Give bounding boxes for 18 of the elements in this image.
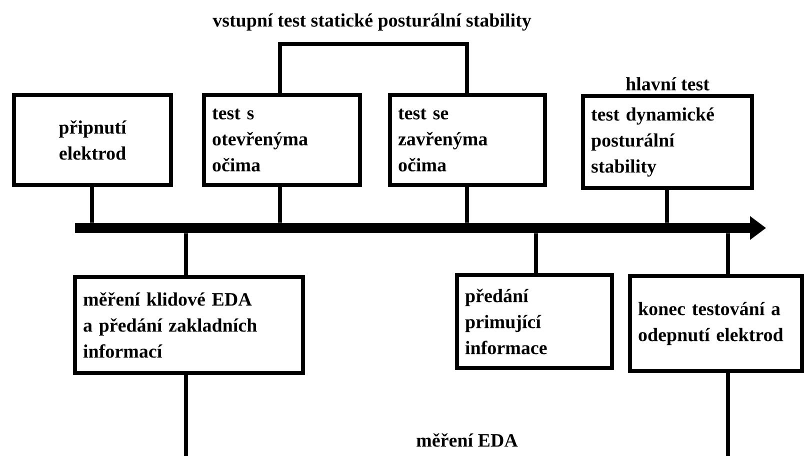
connector-line (184, 233, 188, 275)
step-box: test s otevřenýma očima (202, 93, 362, 187)
step-box: připnutí elektrod (12, 93, 173, 187)
connector-line (726, 233, 730, 274)
heading: hlavní test (626, 77, 710, 90)
connector-line (465, 187, 469, 223)
connector-line (665, 190, 669, 223)
step-box: test se zavřenýma očima (388, 93, 547, 187)
caption-text: měření EDA (416, 433, 518, 447)
step-box: měření klidové EDA a předání zakladních informací (73, 275, 305, 375)
step-box: předání primující informace (455, 273, 614, 370)
step-box: konec testování a odepnutí elektrod (628, 274, 804, 373)
caption-text: vstupní test statické posturální stability (212, 13, 532, 31)
step-box: test dynamické posturální stability (581, 94, 754, 190)
connector-line (278, 187, 282, 223)
connector-line (90, 187, 94, 223)
connector-line (534, 233, 538, 273)
timeline-arrow (75, 216, 766, 240)
